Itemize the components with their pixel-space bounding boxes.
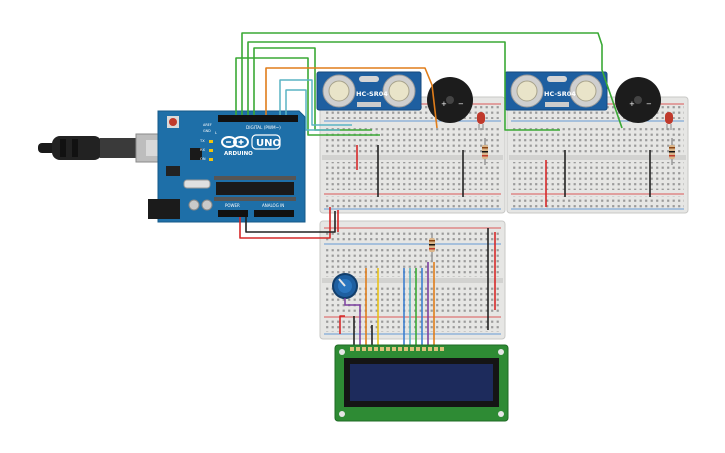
resistor-1 [482,138,488,165]
power-label: POWER [225,203,240,208]
buzzer-1-plus: + [441,100,447,108]
lcd-pin [374,347,378,351]
analog-header [254,210,294,217]
uno-badge [251,134,281,150]
lcd-pin [404,347,408,351]
lcd-pin-header [350,347,444,351]
analog-label: ANALOG IN [262,203,284,208]
lcd-pin [386,347,390,351]
sensor-1-label: HC-SR04 [356,90,388,98]
breadboard-top-right [506,96,689,214]
lcd-pin [368,347,372,351]
lcd-pin [350,347,354,351]
digital-header [218,115,298,122]
lcd-pin [434,347,438,351]
tx-label: TX [199,139,205,143]
lcd-pin [392,347,396,351]
lcd-pin [362,347,366,351]
lcd-pin [398,347,402,351]
on-label: ON [200,157,206,161]
buzzer-2: + − [615,77,661,123]
lcd-pin [422,347,426,351]
lcd-pin [410,347,414,351]
lcd-pin [380,347,384,351]
arduino-uno-board: ARDUINO UNO DIGITAL (PWM~) ANALOG IN POW… [148,110,306,223]
potentiometer [332,273,358,299]
reset-button [169,118,177,126]
lcd-pin [440,347,444,351]
lcd-pin [416,347,420,351]
board-brand-text: ARDUINO [224,151,253,157]
buzzer-1: + − [427,77,473,123]
lcd-display [334,344,509,422]
led-2 [665,112,673,130]
ultrasonic-sensor-1: HC-SR04 [316,71,422,111]
board-model-text: UNO [256,138,281,149]
atmega-chip [216,182,294,195]
buzzer-1-minus: − [458,100,464,108]
lcd-pin [428,347,432,351]
resistor-2 [669,138,675,165]
lcd-screen [350,364,493,401]
buzzer-2-plus: + [629,100,635,108]
gnd-label: GND [203,129,211,133]
power-header [218,210,248,217]
wires [235,32,651,345]
l-label: L [215,131,217,135]
resistor-3 [429,234,435,262]
arduino-logo [221,136,249,148]
aref-label: AREF [203,123,212,127]
rx-label: RX [200,148,205,152]
led-1 [477,112,485,130]
lcd-pin [356,347,360,351]
buzzer-2-minus: − [646,100,652,108]
sensor-2-label: HC-SR04 [544,90,576,98]
breadboard-top-left [319,96,506,214]
digital-label: DIGITAL (PWM~) [246,125,281,130]
ultrasonic-sensor-2: HC-SR04 [504,71,608,111]
